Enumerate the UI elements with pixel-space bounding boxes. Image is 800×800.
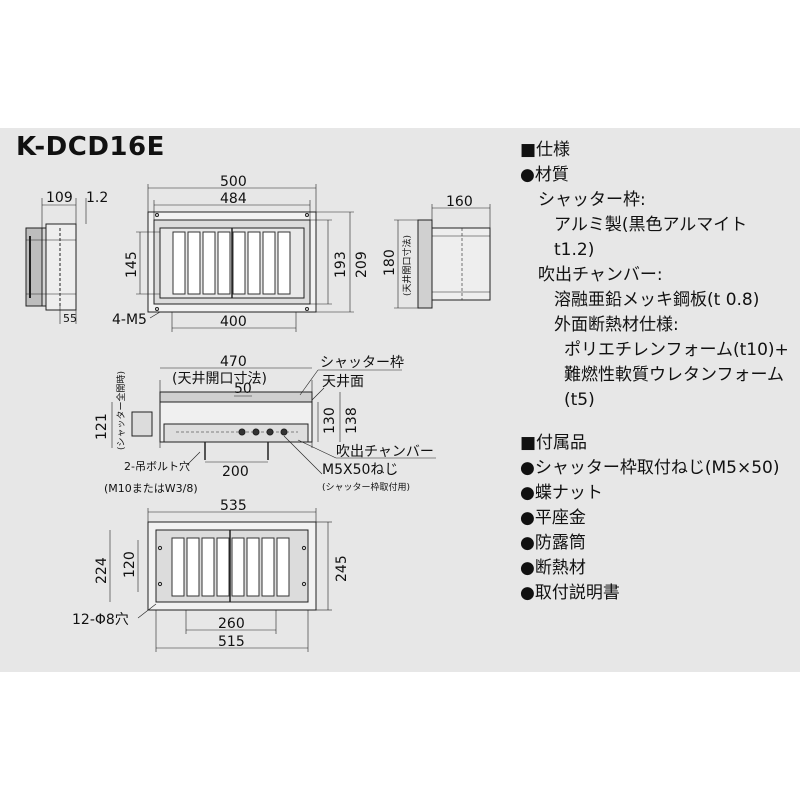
dim-right-160: 160 [446, 194, 473, 210]
drawing-sheet [0, 128, 800, 672]
insulation-value-2: 難燃性軟質ウレタンフォーム(t5) [564, 365, 784, 410]
accessory-item: ●防露筒 [520, 533, 586, 553]
dim-sec-138: 138 [344, 407, 360, 434]
label-ceiling: 天井面 [322, 374, 364, 390]
dim-sec-50: 50 [234, 381, 252, 397]
dim-front-209: 209 [354, 251, 370, 278]
spec-heading: ■仕様 [520, 140, 571, 160]
dim-side-55: 55 [63, 312, 77, 325]
dim-bot-224: 224 [94, 557, 110, 584]
model-title: K-DCD16E [16, 132, 165, 162]
note-sec-opening: (天井開口寸法) [172, 371, 267, 387]
dim-side-1-2: 1.2 [86, 190, 108, 206]
dim-sec-470: 470 [220, 354, 247, 370]
section-view: 470 (天井開口寸法) 50 121 (シャッター全開時) 130 138 2… [94, 354, 436, 495]
label-shutter-frame: シャッター枠 [320, 355, 404, 371]
side-view: 109 1.2 55 [25, 190, 108, 325]
dim-front-484: 484 [220, 191, 247, 207]
chamber-label: 吹出チャンバー: [538, 265, 663, 285]
dim-sec-121: 121 [94, 413, 110, 440]
label-screw: M5X50ねじ [322, 462, 398, 478]
label-chamber: 吹出チャンバー [336, 444, 434, 460]
right-side-view: 160 180 (天井開口寸法) [382, 194, 491, 309]
dim-side-109: 109 [46, 190, 73, 206]
dim-sec-200: 200 [222, 464, 249, 480]
dim-front-145: 145 [124, 251, 140, 278]
label-bolt-note: (M10またはW3/8) [104, 482, 198, 495]
dim-front-193: 193 [333, 251, 349, 278]
dim-sec-130: 130 [322, 407, 338, 434]
accessory-item: ●断熱材 [520, 558, 586, 578]
chamber-value: 溶融亜鉛メッキ鋼板(t 0.8) [554, 290, 760, 310]
dim-front-500: 500 [220, 174, 247, 190]
dim-bot-260: 260 [218, 616, 245, 632]
dim-bot-535: 535 [220, 498, 247, 514]
shutter-frame-label: シャッター枠: [538, 190, 646, 210]
label-screw-note: (シャッター枠取付用) [322, 481, 410, 493]
accessory-item: ●シャッター枠取付ねじ(M5×50) [520, 458, 780, 478]
dim-bot-515: 515 [218, 634, 245, 650]
insulation-label: 外面断熱材仕様: [554, 315, 679, 335]
label-4-m5: 4-M5 [112, 312, 147, 328]
spec-panel: ■仕様 ●材質 シャッター枠: アルミ製(黒色アルマイト t1.2) 吹出チャン… [520, 138, 790, 606]
shutter-louvers [172, 231, 291, 295]
note-ceiling-opening: (天井開口寸法) [401, 235, 413, 296]
accessories-heading: ■付属品 [520, 433, 588, 453]
bottom-view: 535 224 120 245 12-Φ8穴 260 515 [72, 498, 350, 652]
bottom-shutter-louvers [171, 537, 290, 597]
dim-front-400: 400 [220, 314, 247, 330]
accessory-item: ●取付説明書 [520, 583, 620, 603]
note-shutter-open: (シャッター全開時) [115, 371, 127, 450]
front-view: 500 484 145 193 209 400 4-M5 [112, 174, 370, 332]
dim-right-180: 180 [382, 249, 398, 276]
dim-bot-120: 120 [122, 551, 138, 578]
shutter-frame-value: アルミ製(黒色アルマイト t1.2) [554, 215, 748, 260]
insulation-value-1: ポリエチレンフォーム(t10)+ [564, 340, 789, 360]
accessory-item: ●蝶ナット [520, 483, 603, 503]
dim-bot-245: 245 [334, 555, 350, 582]
accessory-item: ●平座金 [520, 508, 586, 528]
label-holes: 12-Φ8穴 [72, 612, 129, 628]
label-bolt-hole: 2-吊ボルト穴 [124, 459, 190, 473]
material-label: ●材質 [520, 165, 569, 185]
